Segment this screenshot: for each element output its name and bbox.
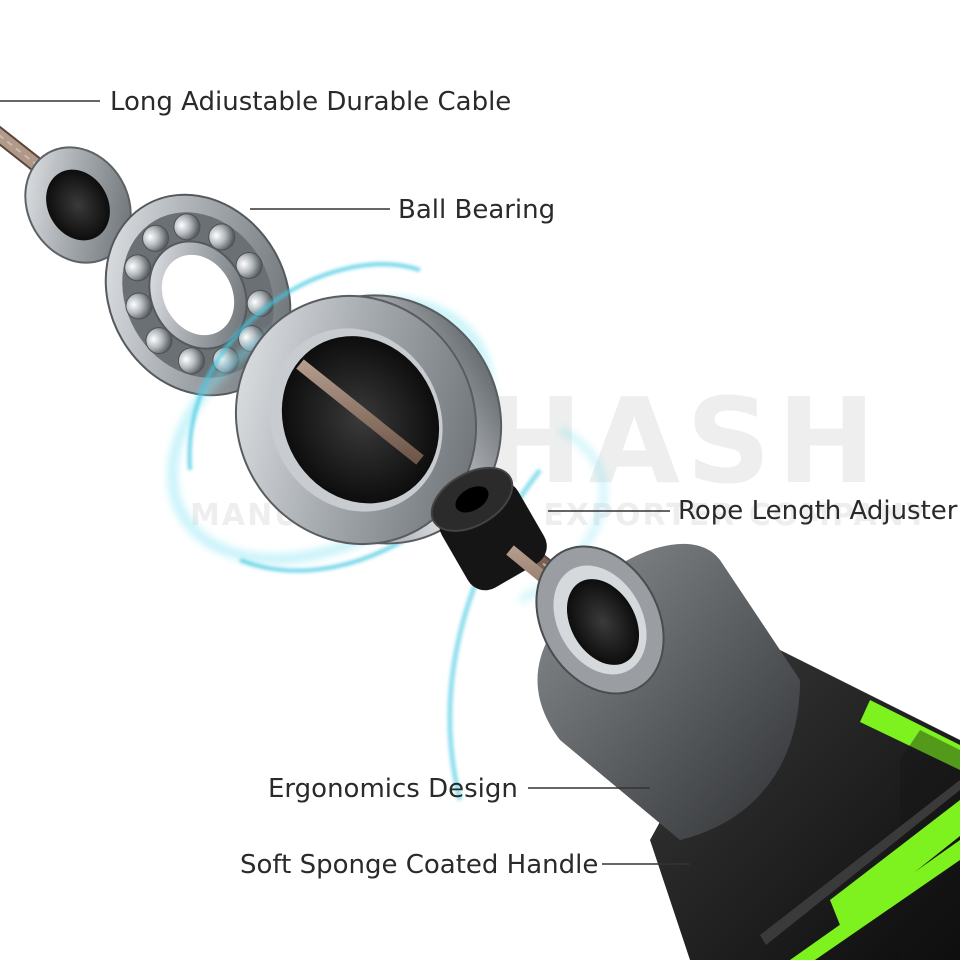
label-soft-sponge-handle: Soft Sponge Coated Handle: [240, 852, 598, 878]
handle-cap: [511, 523, 800, 840]
label-ergonomics-design: Ergonomics Design: [268, 776, 518, 802]
label-ball-bearing: Ball Bearing: [398, 197, 555, 223]
label-cable: Long Adiustable Durable Cable: [110, 89, 511, 115]
label-rope-length-adjuster: Rope Length Adjuster: [678, 498, 957, 524]
